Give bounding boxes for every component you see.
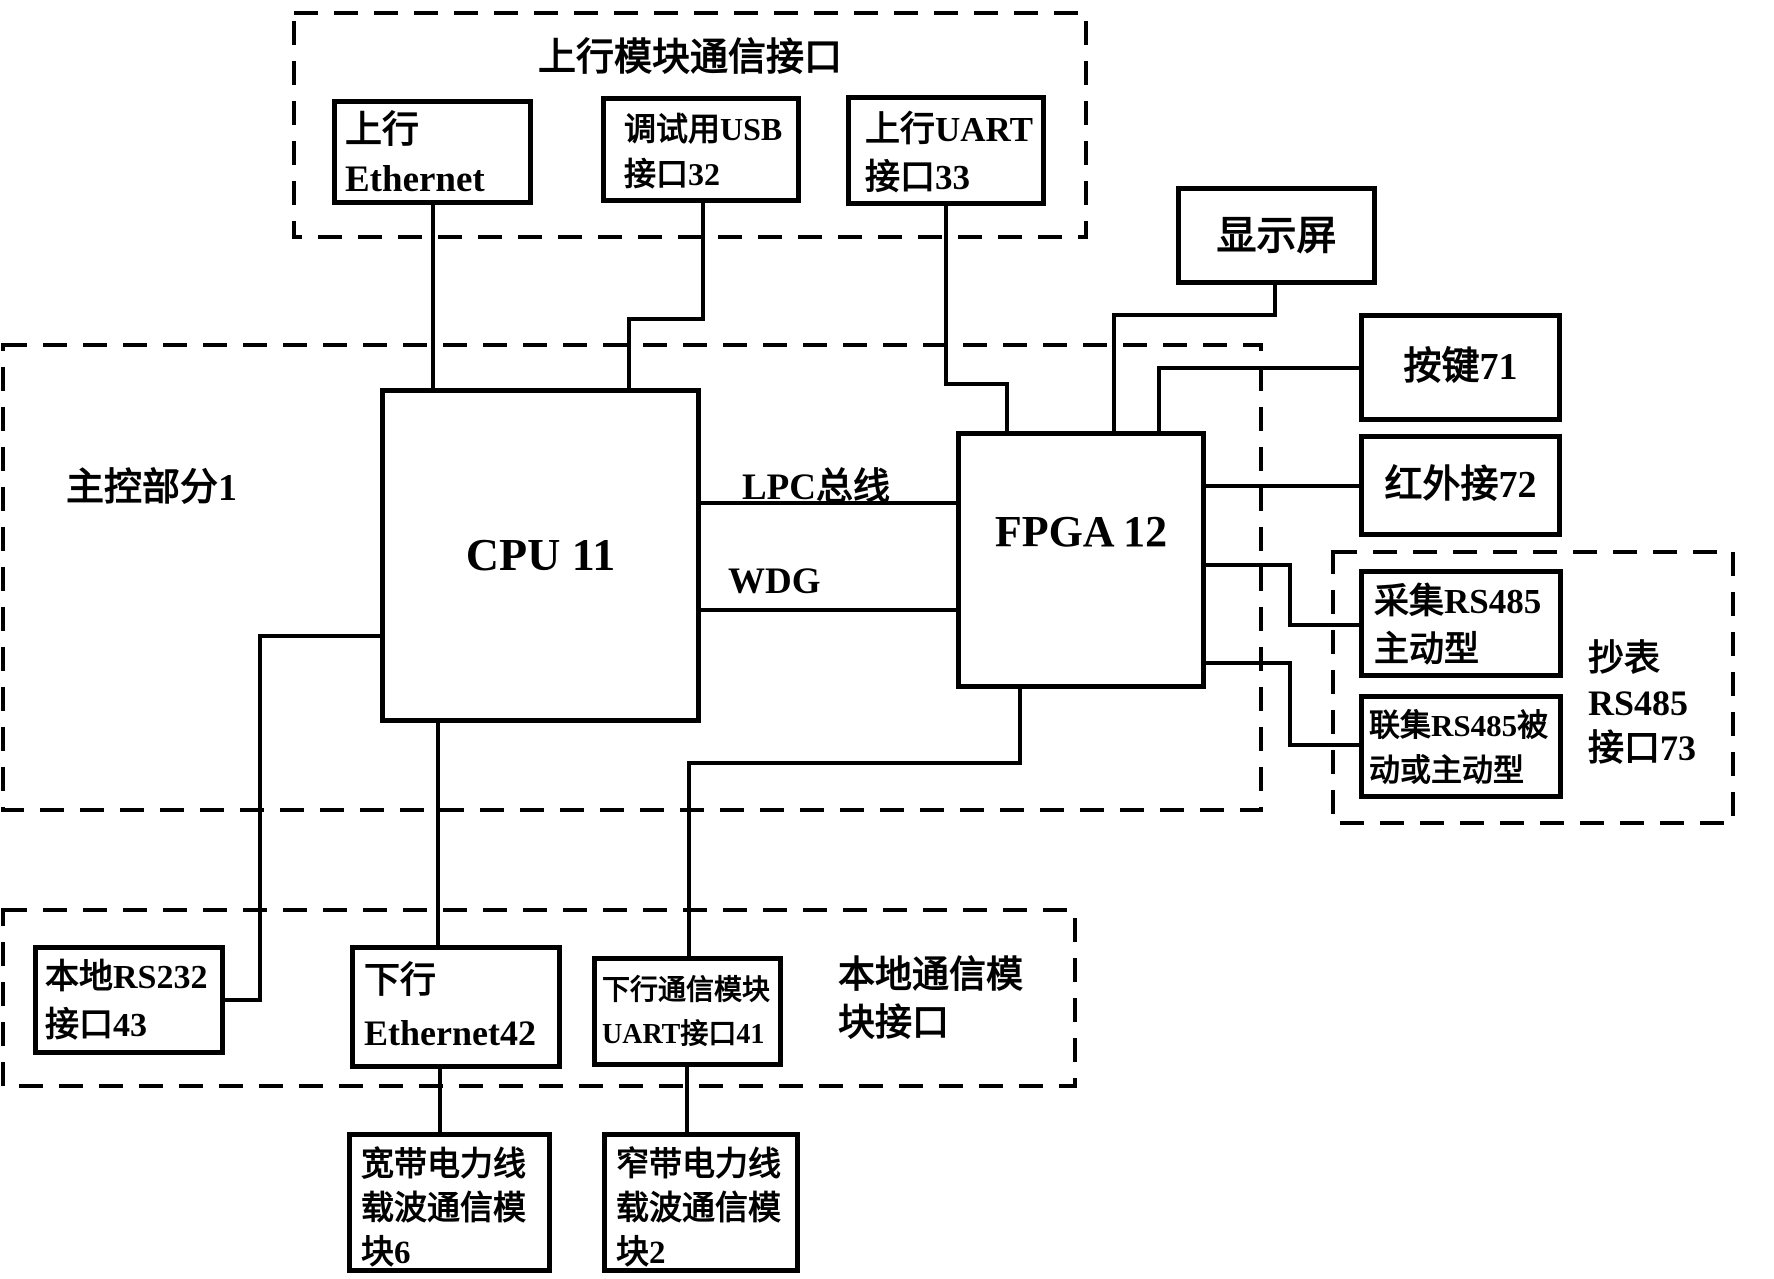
node-debug-usb: 调试用USB 接口32 [601,96,801,203]
node-local-rs232-line2: 接口43 [45,1007,147,1044]
local-group-title-line1: 本地通信模 [838,955,1023,996]
node-ir72: 红外接72 [1359,434,1562,537]
node-cpu-text: CPU 11 [465,529,616,581]
uplink-group-border [292,11,1088,239]
node-up-uart: 上行UART 接口33 [846,95,1046,206]
node-debug-usb-line2: 接口32 [624,156,721,192]
node-collect-rs485-line1: 采集RS485 [1374,582,1542,621]
node-key71-text: 按键71 [1403,345,1518,388]
node-up-ethernet-line2: Ethernet [345,159,485,200]
meter-group-title: 抄表 RS485 接口73 [1588,636,1696,771]
wdg-label-text: WDG [728,561,821,602]
node-key71: 按键71 [1359,313,1562,422]
node-up-ethernet: 上行 Ethernet [332,99,533,205]
node-down-uart-line1: 下行通信模块 [602,975,771,1006]
node-link-rs485-line1: 联集RS485被 [1369,708,1549,743]
node-broadband-plc: 宽带电力线 载波通信模 块6 [347,1132,552,1273]
node-broadband-plc-line2: 载波通信模 [361,1191,526,1227]
edge-fpga-down-uart [687,689,1022,956]
node-local-rs232-line1: 本地RS232 [45,959,208,996]
node-local-rs232: 本地RS232 接口43 [33,945,225,1055]
lpc-bus-label-text: LPC总线 [742,467,890,508]
node-link-rs485: 联集RS485被 动或主动型 [1359,694,1563,799]
node-collect-rs485-line2: 主动型 [1374,630,1480,669]
uplink-group-title-text: 上行模块通信接口 [537,37,842,79]
node-up-uart-line2: 接口33 [865,158,971,197]
node-broadband-plc-line3: 块6 [361,1235,411,1271]
node-down-uart: 下行通信模块 UART接口41 [592,956,783,1067]
edge-fpga-key71 [1157,366,1359,431]
meter-group-title-line2: RS485 [1588,683,1689,723]
edge-display-fpga [1112,285,1277,431]
uplink-group-title: 上行模块通信接口 [294,26,1086,81]
node-narrowband-plc: 窄带电力线 载波通信模 块2 [602,1132,800,1273]
node-fpga-text: FPGA 12 [994,507,1168,556]
lpc-bus-label: LPC总线 [742,456,890,510]
node-down-ethernet-line1: 下行 [364,960,437,1000]
node-display-text: 显示屏 [1216,212,1337,258]
edge-cpu-local-rs232 [225,634,380,1002]
main-group-title: 主控部分1 [66,456,237,511]
local-group-border [1,908,1077,1088]
node-link-rs485-line2: 动或主动型 [1369,753,1524,788]
node-fpga: FPGA 12 [956,431,1206,689]
node-down-uart-line2: UART接口41 [602,1019,765,1050]
main-group-title-text: 主控部分1 [66,467,238,509]
node-narrowband-plc-line2: 载波通信模 [616,1191,781,1227]
node-narrowband-plc-line3: 块2 [616,1235,666,1271]
edge-fpga-link-rs485 [1206,661,1359,747]
meter-group-border [1331,550,1735,825]
node-collect-rs485: 采集RS485 主动型 [1359,569,1563,678]
local-group-title: 本地通信模 块接口 [838,952,1023,1048]
node-debug-usb-line1: 调试用USB [624,111,783,147]
meter-group-title-line1: 抄表 [1588,638,1661,678]
meter-group-title-line3: 接口73 [1588,728,1697,768]
node-up-ethernet-line1: 上行 [345,110,419,151]
node-down-ethernet-line2: Ethernet42 [364,1013,536,1053]
node-up-uart-line1: 上行UART [865,110,1033,149]
edge-up-uart-fpga [944,206,1009,431]
main-group-border [1,343,1263,812]
node-display: 显示屏 [1176,186,1377,285]
local-group-title-line2: 块接口 [838,1003,949,1044]
node-broadband-plc-line1: 宽带电力线 [361,1147,526,1183]
node-cpu: CPU 11 [380,388,701,723]
node-narrowband-plc-line1: 窄带电力线 [616,1147,781,1183]
node-ir72-text: 红外接72 [1384,463,1537,506]
edge-fpga-collect-rs485 [1206,563,1359,627]
wdg-label: WDG [728,560,821,603]
edge-debug-usb-cpu [627,203,705,388]
node-down-ethernet: 下行 Ethernet42 [350,945,562,1069]
